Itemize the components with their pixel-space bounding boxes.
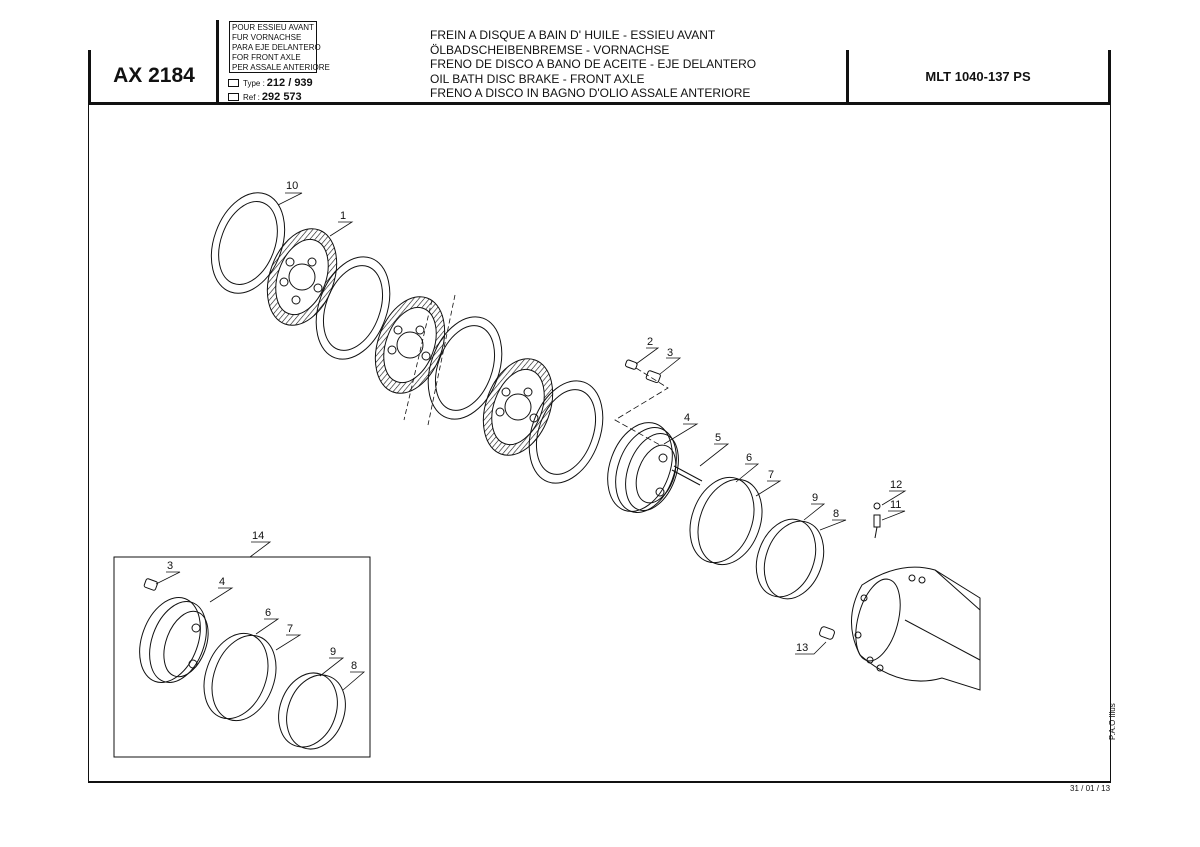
title-it: FRENO A DISCO IN BAGNO D'OLIO ASSALE ANT… — [430, 86, 751, 101]
page-code: AX 2184 — [113, 64, 195, 87]
callout-9-inset: 9 — [330, 646, 336, 658]
callout-8: 8 — [833, 508, 839, 520]
title-de: ÖLBADSCHEIBENBREMSE - VORNACHSE — [430, 42, 670, 57]
applies-to-box: POUR ESSIEU AVANT FUR VORNACHSE PARA EJE… — [229, 21, 330, 73]
callout-8-inset: 8 — [351, 660, 357, 672]
frame-bottom — [88, 781, 1111, 783]
callout-9: 9 — [812, 492, 818, 504]
callout-6-inset: 6 — [265, 607, 271, 619]
leader-lines — [155, 192, 907, 691]
callout-4-inset: 4 — [219, 576, 225, 588]
bushing-13 — [819, 626, 835, 640]
inset-piston-4 — [139, 597, 209, 683]
callout-1: 1 — [340, 210, 346, 222]
print-date: 31 / 01 / 13 — [1070, 784, 1111, 793]
ref-label: Ref : — [243, 92, 260, 102]
callout-3-inset: 3 — [167, 560, 173, 572]
type-value: 212 / 939 — [266, 77, 313, 89]
frame-left — [88, 102, 89, 782]
callout-7-inset: 7 — [287, 623, 293, 635]
callout-11: 11 — [890, 499, 901, 511]
inset-sleeve-3 — [143, 578, 158, 591]
callout-6: 6 — [746, 452, 752, 464]
bleed-screw-5 — [671, 465, 703, 486]
frame-header-divider-2 — [846, 50, 849, 103]
title-es: FRENO DE DISCO A BANO DE ACEITE - EJE DE… — [430, 57, 757, 72]
callout-4: 4 — [684, 412, 690, 424]
callout-13: 13 — [796, 642, 808, 654]
page-titles: FREIN A DISQUE A BAIN D' HUILE - ESSIEU … — [430, 28, 756, 101]
sleeve-3 — [645, 370, 661, 384]
axle-housing — [851, 566, 981, 691]
inset-box-14 — [113, 556, 371, 758]
callout-labels: 10 1 2 3 4 5 6 7 9 8 12 11 13 14 3 4 6 7… — [167, 180, 902, 672]
callout-7: 7 — [768, 469, 774, 481]
steel-disc — [528, 380, 604, 484]
ref-value: 292 573 — [261, 91, 302, 103]
callout-10: 10 — [286, 180, 298, 192]
dash-lines — [614, 367, 669, 446]
type-row: Type : 212 / 939 — [228, 77, 313, 89]
callout-14: 14 — [252, 530, 264, 542]
frame-header-divider-1 — [216, 20, 219, 103]
callout-3: 3 — [667, 347, 673, 359]
applies-to-line: POUR ESSIEU AVANT — [232, 23, 314, 32]
applies-to-line: PARA EJE DELANTERO — [232, 43, 321, 52]
callout-5: 5 — [715, 432, 721, 444]
ref-checkbox-icon — [228, 93, 239, 101]
frame-header-bottom — [88, 102, 1111, 105]
friction-disc — [374, 296, 446, 394]
applies-to-line: FOR FRONT AXLE — [232, 53, 301, 62]
inset-seal-6-7 — [203, 632, 277, 722]
callout-2: 2 — [647, 336, 653, 348]
frame-right — [1110, 102, 1111, 782]
friction-disc — [482, 358, 554, 456]
brake-piston-4 — [607, 422, 679, 513]
ref-row: Ref : 292 573 — [228, 91, 302, 103]
break-lines — [403, 294, 456, 426]
callout-12: 12 — [890, 479, 902, 491]
pin-2 — [624, 359, 638, 370]
steel-disc — [315, 256, 391, 360]
type-checkbox-icon — [228, 79, 239, 87]
title-en: OIL BATH DISC BRAKE - FRONT AXLE — [430, 71, 645, 86]
machine-model: MLT 1040-137 PS — [925, 68, 1031, 84]
fitting-12-11 — [873, 502, 881, 539]
title-fr: FREIN A DISQUE A BAIN D' HUILE - ESSIEU … — [430, 28, 716, 42]
applies-to-line: PER ASSALE ANTERIORE — [232, 63, 330, 72]
seal-6-7 — [689, 476, 763, 566]
seal-9-8 — [755, 518, 825, 600]
inset-seal-9-8 — [278, 672, 346, 750]
frame-top-right-edge — [1108, 50, 1111, 103]
applies-to-line: FUR VORNACHSE — [232, 33, 302, 42]
friction-disc-1 — [266, 228, 338, 326]
type-label: Type : — [243, 78, 265, 88]
frame-top-left-edge — [88, 50, 91, 103]
